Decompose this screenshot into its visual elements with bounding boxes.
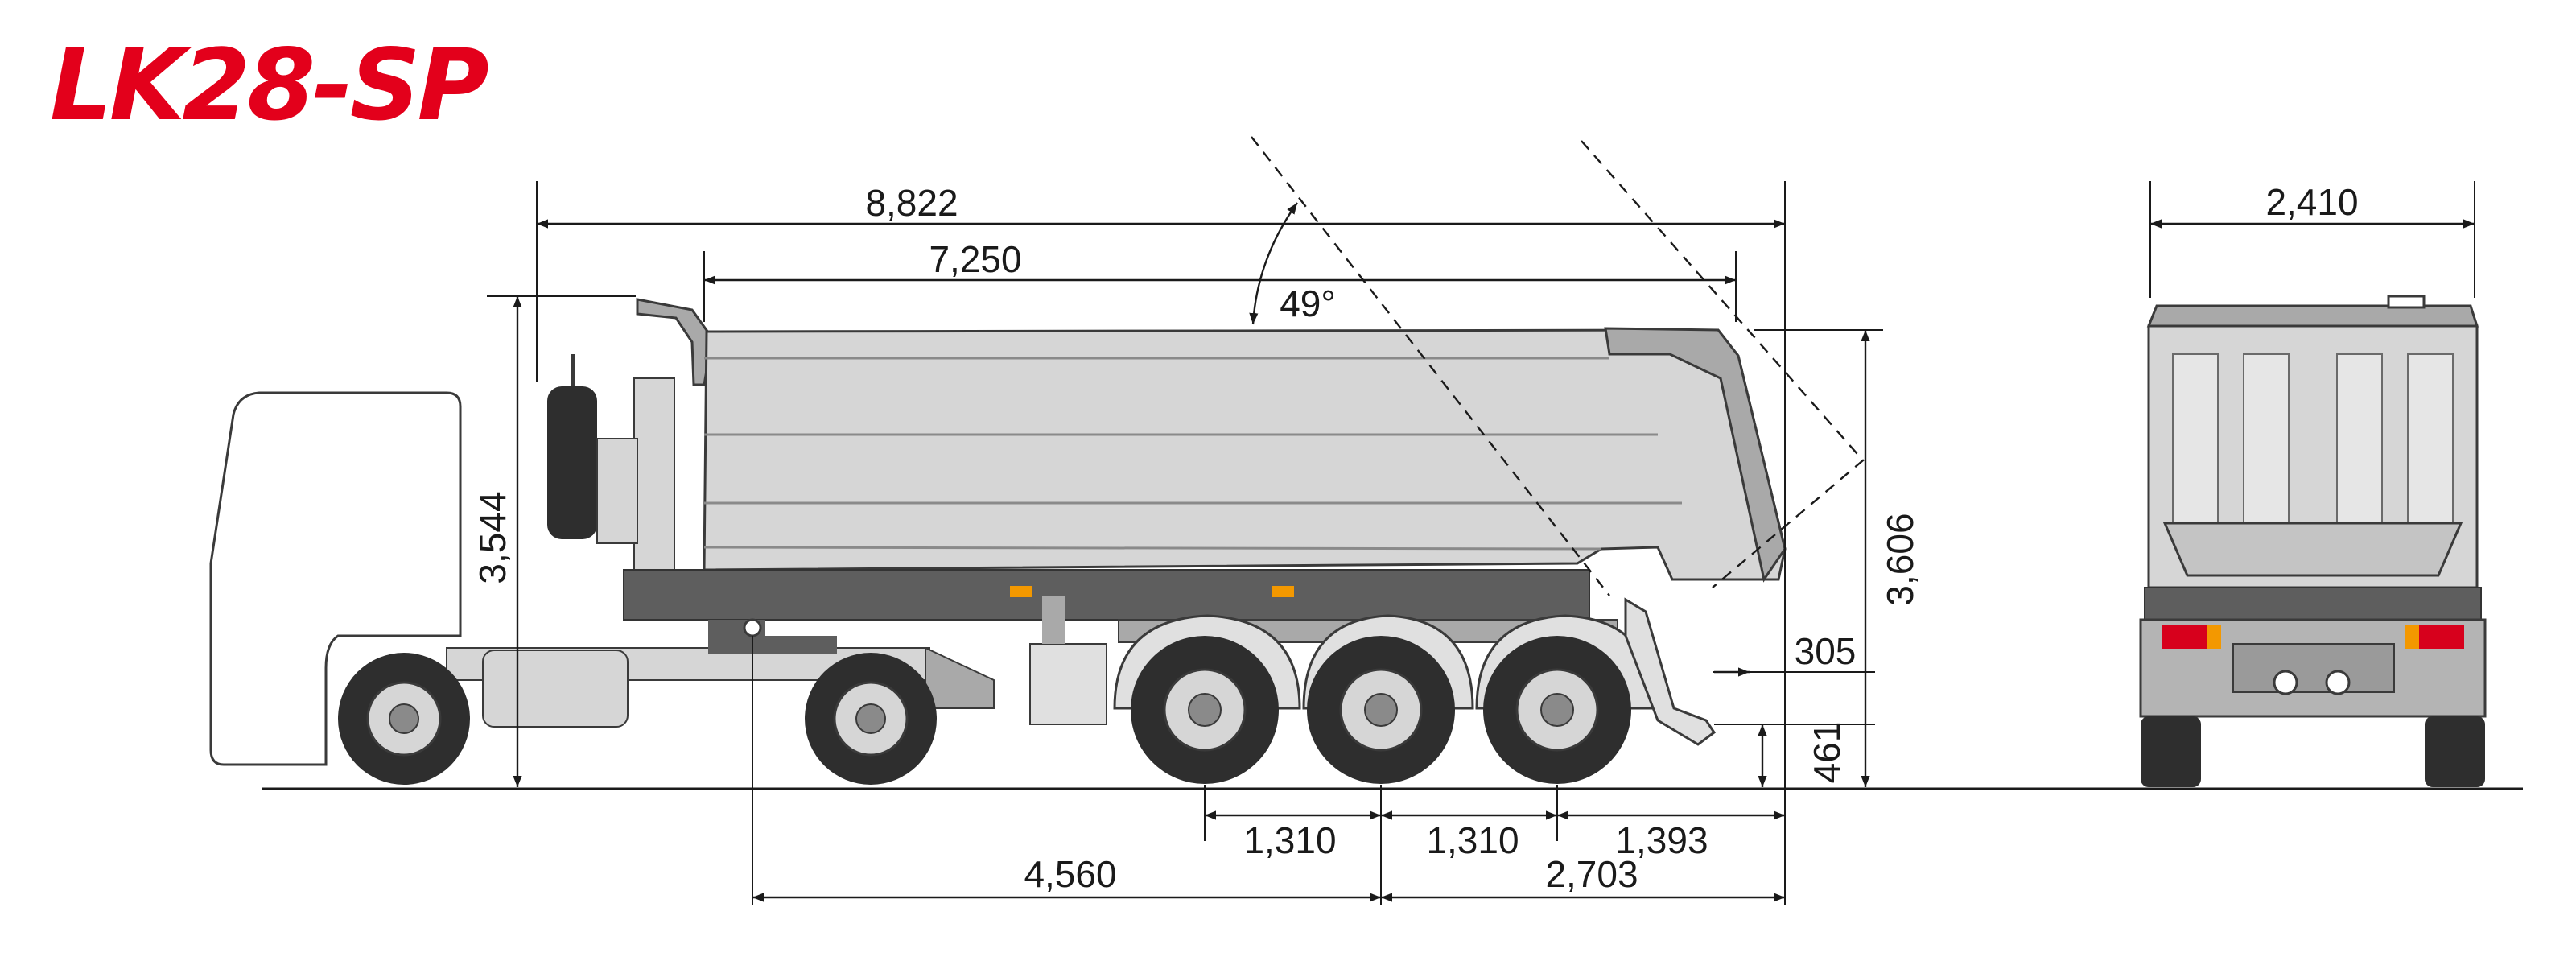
trailer-side-view <box>547 136 1865 784</box>
dimension-lines <box>487 181 2475 905</box>
rear-underrun-bar <box>1624 597 1717 746</box>
dim-tipping-angle: 49° <box>1280 283 1336 324</box>
dim-bumper-height: 461 <box>1806 722 1848 784</box>
dim-overall-length: 8,822 <box>865 182 958 224</box>
dim-axle-spacing-1: 1,310 <box>1243 819 1336 861</box>
tractor-unit <box>209 391 995 785</box>
tailgate <box>1604 327 1787 583</box>
fuel-tank <box>482 650 629 728</box>
dim-overall-height: 3,606 <box>1879 513 1921 605</box>
rear-tyre-right <box>2425 716 2485 787</box>
hydraulic-cylinder <box>633 377 675 576</box>
front-bracket <box>596 438 638 544</box>
side-marker-lamp-2 <box>1272 586 1294 597</box>
tractor-front-wheel <box>338 653 470 785</box>
tractor-cab <box>209 391 462 766</box>
trailer-axle-2-wheel <box>1307 636 1455 784</box>
dim-body-length: 7,250 <box>929 238 1021 280</box>
dim-overall-width: 2,410 <box>2265 181 2358 223</box>
trailer-chassis <box>623 569 1590 621</box>
dim-kingpin-to-axle: 4,560 <box>1024 853 1116 895</box>
rear-chassis <box>2144 587 2482 621</box>
tractor-rear-fender <box>925 646 995 709</box>
rear-body-top <box>2146 304 2479 328</box>
tipper-body <box>703 328 1787 581</box>
rear-lamp-left <box>2162 625 2207 649</box>
spare-tyre <box>547 386 597 539</box>
tractor-rear-wheel <box>805 653 937 785</box>
trailer-rear-view <box>2139 295 2487 787</box>
headboard <box>636 298 714 386</box>
dim-axle-spacing-2: 1,310 <box>1426 819 1519 861</box>
side-step <box>1029 643 1107 725</box>
dim-rear-overhang-height: 305 <box>1795 630 1857 672</box>
rear-tyre-left <box>2141 716 2201 787</box>
dim-rear-overhang: 1,393 <box>1615 819 1708 861</box>
trailer-axle-3-wheel <box>1483 636 1631 784</box>
side-marker-lamp-1 <box>1010 586 1032 597</box>
dim-tractor-height: 3,544 <box>472 491 513 584</box>
trailer-axle-1-wheel <box>1131 636 1279 784</box>
step-bracket <box>1042 596 1065 644</box>
tipped-body-front-dash <box>1251 136 1610 596</box>
model-logo: LK28-SP <box>50 28 488 142</box>
dim-axle-group-to-rear: 2,703 <box>1545 853 1638 895</box>
rear-lamp-right <box>2419 625 2464 649</box>
fifth-wheel <box>708 636 837 654</box>
kingpin <box>743 618 762 637</box>
